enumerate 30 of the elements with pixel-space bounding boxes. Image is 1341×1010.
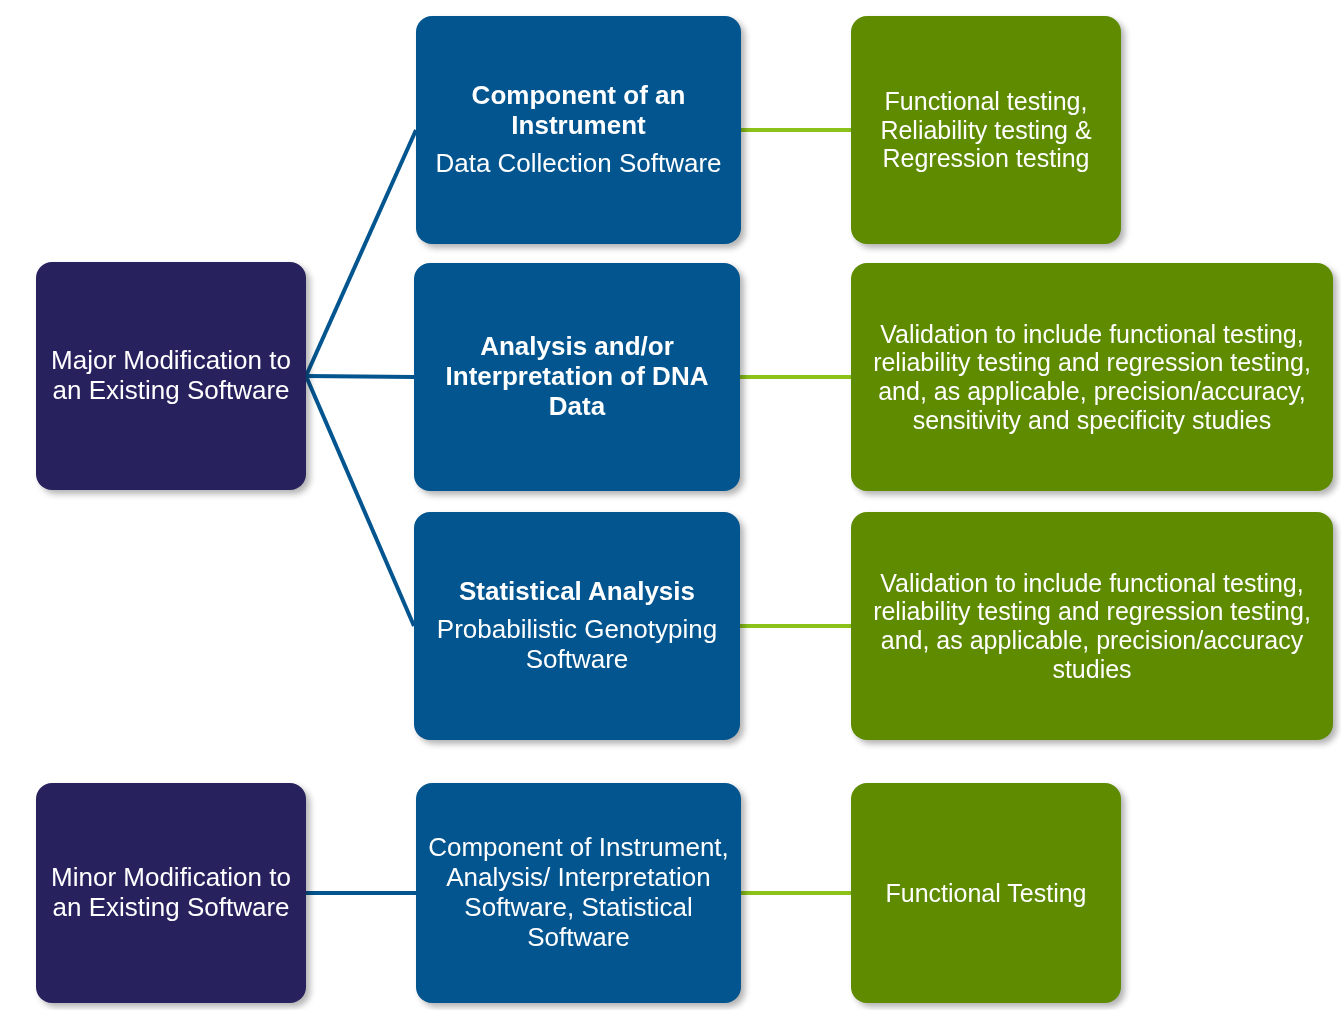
connector-line: [740, 375, 851, 379]
category-box: [36, 783, 306, 1003]
box-text: Validation to include functional testing, reliability testing and regression testing, and, as applicable, precision/accuracy studies: [872, 568, 1312, 684]
box-heading: Statistical Analysis: [459, 577, 695, 608]
connector-line: [304, 375, 416, 627]
box-text: Functional Testing: [885, 878, 1087, 908]
software-box: [416, 783, 741, 1003]
connector-line: [741, 128, 851, 132]
connector-line: [741, 891, 851, 895]
box-text: Major Modification to an Existing Software: [50, 346, 292, 406]
software-box: [416, 16, 741, 244]
connector-line: [306, 891, 416, 895]
box-text: Component of Instrument, Analysis/ Interpretation Software, Statistical Software: [428, 833, 729, 953]
box-heading: Component of an Instrument: [470, 81, 687, 141]
box-text: Minor Modification to an Existing Software: [50, 863, 292, 923]
category-box: [36, 262, 306, 490]
software-box: [414, 263, 740, 491]
testing-box: [851, 263, 1333, 491]
testing-box: [851, 512, 1333, 740]
box-text: Probabilistic Genotyping Software: [435, 615, 719, 675]
box-text: Validation to include functional testing, reliability testing and regression testing, and, as applicable, precision/accuracy, sensitivity and specificity studies: [872, 319, 1312, 435]
connector-line: [304, 129, 418, 377]
box-heading: Analysis and/or Interpretation of DNA Data: [444, 332, 710, 422]
connector-line: [305, 374, 415, 379]
testing-box: [851, 783, 1121, 1003]
box-text: Data Collection Software: [435, 148, 722, 179]
box-text: Functional testing, Reliability testing & Regression testing: [879, 86, 1093, 174]
software-box: [414, 512, 740, 740]
testing-box: [851, 16, 1121, 244]
connector-line: [740, 624, 851, 628]
